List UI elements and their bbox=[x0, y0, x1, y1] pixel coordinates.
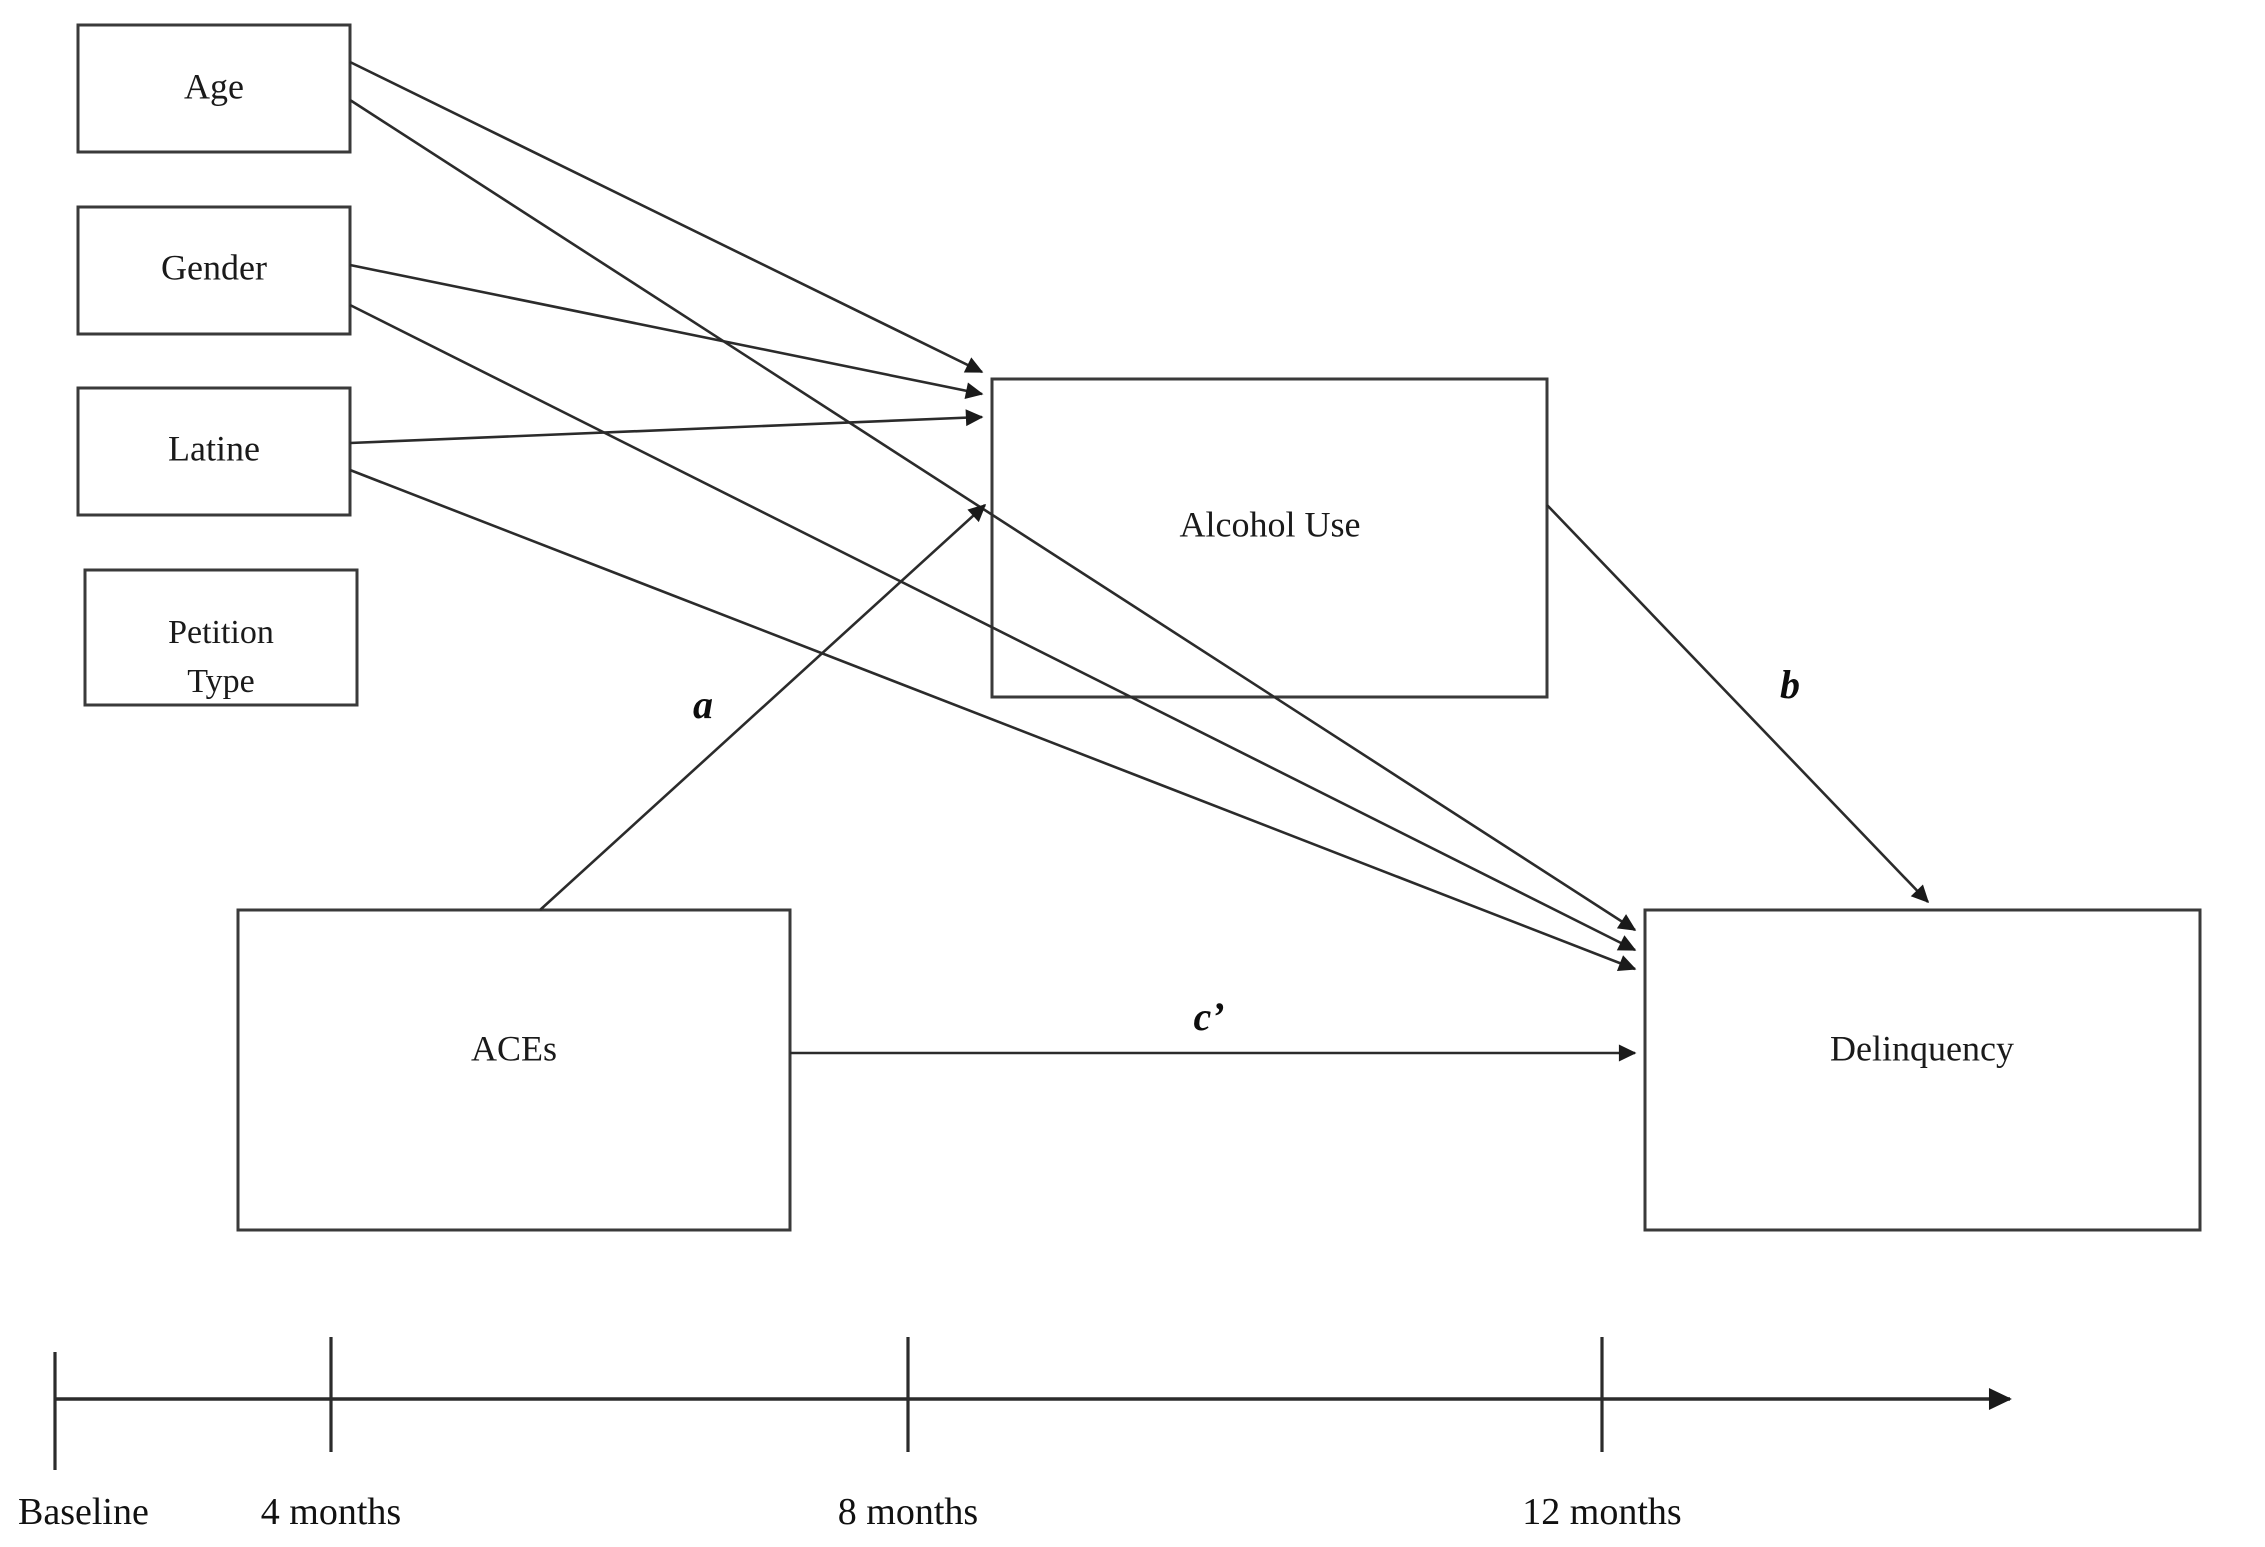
arrow-latine-to-delinquency bbox=[349, 468, 1637, 972]
covariate-label-gender: Gender bbox=[161, 247, 267, 287]
node-label-aces: ACEs bbox=[471, 1028, 557, 1068]
timeline-label-8-months: 8 months bbox=[838, 1491, 978, 1533]
arrow-age-to-alcohol-use bbox=[349, 60, 984, 374]
node-rect-alcohol-use bbox=[990, 377, 1549, 699]
covariate-rect-gender bbox=[76, 205, 352, 336]
path-label-c-prime: c’ bbox=[1193, 994, 1224, 1039]
covariate-rect-petition-type bbox=[83, 568, 359, 707]
timeline-label-baseline: Baseline bbox=[18, 1491, 149, 1533]
arrow-path-a bbox=[539, 504, 987, 911]
arrow-gender-to-alcohol-use bbox=[349, 263, 984, 400]
arrow-age-to-delinquency bbox=[349, 98, 1637, 932]
covariate-label-latine: Latine bbox=[168, 428, 260, 468]
timeline-label-12-months: 12 months bbox=[1522, 1491, 1681, 1533]
covariate-rect-latine bbox=[76, 386, 352, 517]
arrow-latine-to-alcohol-use bbox=[349, 409, 984, 445]
node-rect-delinquency bbox=[1643, 908, 2202, 1232]
covariate-box-gender: Gender bbox=[76, 205, 352, 336]
covariate-box-petition-type: Petition Type bbox=[83, 568, 359, 707]
node-label-alcohol-use: Alcohol Use bbox=[1180, 504, 1361, 544]
timeline: Baseline 4 months 8 months 12 months bbox=[18, 1337, 2012, 1533]
covariate-label-petition-type-line2: Type bbox=[187, 663, 255, 700]
covariate-label-age: Age bbox=[184, 66, 244, 106]
arrow-path-b bbox=[1546, 504, 1930, 904]
covariate-box-latine: Latine bbox=[76, 386, 352, 517]
node-box-alcohol-use: Alcohol Use bbox=[990, 377, 1549, 699]
path-label-b: b bbox=[1780, 662, 1800, 707]
node-rect-aces bbox=[236, 908, 792, 1232]
covariate-label-petition-type-line1: Petition bbox=[168, 614, 274, 651]
node-box-delinquency: Delinquency bbox=[1643, 908, 2202, 1232]
covariate-rect-age bbox=[76, 23, 352, 154]
covariate-box-age: Age bbox=[76, 23, 352, 154]
path-label-a: a bbox=[693, 682, 713, 727]
node-label-delinquency: Delinquency bbox=[1830, 1028, 2014, 1068]
arrow-gender-to-delinquency bbox=[349, 303, 1637, 952]
timeline-label-4-months: 4 months bbox=[261, 1491, 401, 1533]
node-box-aces: ACEs bbox=[236, 908, 792, 1232]
